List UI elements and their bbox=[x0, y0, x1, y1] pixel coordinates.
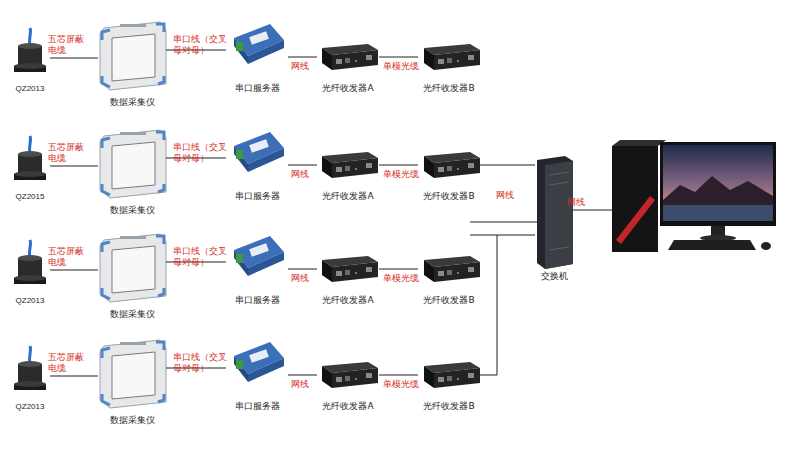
fiber-transceiver: 光纤收发器A bbox=[317, 360, 379, 412]
cable-connector bbox=[379, 57, 418, 58]
cable-label: 网线 bbox=[291, 379, 317, 390]
data-logger: 数据采集仪 bbox=[98, 128, 166, 216]
cable-label: 五芯屏蔽电缆 bbox=[48, 246, 88, 268]
device-label: 串口服务器 bbox=[214, 295, 300, 306]
cable-label: 五芯屏蔽电缆 bbox=[48, 142, 88, 164]
cable-label: 单模光缆 bbox=[383, 273, 423, 284]
fiber-transceiver: 光纤收发器B bbox=[418, 42, 480, 94]
sensor: QZ2013 bbox=[10, 26, 50, 94]
wire bbox=[470, 235, 497, 236]
wire bbox=[470, 222, 537, 223]
cable-connector bbox=[50, 166, 98, 167]
data-logger: 数据采集仪 bbox=[98, 232, 166, 320]
sensor: QZ2013 bbox=[10, 238, 50, 306]
fiber-transceiver: 光纤收发器B bbox=[418, 254, 480, 306]
wire bbox=[573, 210, 612, 211]
device-label: 光纤收发器A bbox=[305, 191, 391, 202]
device-label: 数据采集仪 bbox=[86, 97, 178, 108]
device-label: 光纤收发器A bbox=[305, 401, 391, 412]
cable-label: 网线 bbox=[291, 169, 317, 180]
serial-server: 串口服务器 bbox=[226, 340, 288, 412]
cable-connector bbox=[379, 269, 418, 270]
fiber-transceiver: 光纤收发器B bbox=[418, 150, 480, 202]
device-label: QZ2013 bbox=[0, 83, 62, 94]
cable-label: 串口线（交叉母对母） bbox=[173, 34, 231, 56]
serial-server: 串口服务器 bbox=[226, 234, 288, 306]
device-label: 光纤收发器B bbox=[406, 191, 492, 202]
cable-connector bbox=[480, 165, 535, 166]
cable-label: 单模光缆 bbox=[383, 61, 423, 72]
fiber-transceiver: 光纤收发器A bbox=[317, 42, 379, 94]
device-label: 光纤收发器A bbox=[305, 295, 391, 306]
cable-label: 五芯屏蔽电缆 bbox=[48, 352, 88, 374]
cable-label: 单模光缆 bbox=[383, 379, 423, 390]
cable-label: 网线 bbox=[496, 190, 522, 201]
device-label: QZ2013 bbox=[0, 295, 62, 306]
device-label: 数据采集仪 bbox=[86, 309, 178, 320]
cable-label: 串口线（交叉母对母） bbox=[173, 142, 231, 164]
cable-label: 串口线（交叉母对母） bbox=[173, 246, 231, 268]
cable-connector bbox=[379, 165, 418, 166]
cable-connector bbox=[50, 376, 98, 377]
data-logger: 数据采集仪 bbox=[98, 338, 166, 426]
cable-connector bbox=[288, 165, 317, 166]
device-row bbox=[14, 22, 480, 90]
cable-label: 五芯屏蔽电缆 bbox=[48, 34, 88, 56]
cable-connector bbox=[288, 269, 317, 270]
data-logger: 数据采集仪 bbox=[98, 20, 166, 108]
computer-illustration bbox=[612, 140, 776, 252]
device-label: 串口服务器 bbox=[214, 83, 300, 94]
sensor: QZ2015 bbox=[10, 134, 50, 202]
switch-illustration bbox=[537, 156, 573, 269]
cable-label: 网线 bbox=[567, 197, 593, 208]
device-label: QZ2013 bbox=[0, 401, 62, 412]
device-label: 光纤收发器B bbox=[406, 295, 492, 306]
device-label: 光纤收发器A bbox=[305, 83, 391, 94]
cable-label: 单模光缆 bbox=[383, 169, 423, 180]
device-row bbox=[14, 340, 480, 408]
device-row bbox=[14, 130, 480, 198]
device-label: 串口服务器 bbox=[214, 191, 300, 202]
fiber-transceiver: 光纤收发器B bbox=[418, 360, 480, 412]
device-label: QZ2015 bbox=[0, 191, 62, 202]
device-row bbox=[14, 234, 480, 302]
cable-connector bbox=[288, 57, 317, 58]
cable-connector bbox=[50, 58, 98, 59]
device-label: 数据采集仪 bbox=[86, 205, 178, 216]
device-label: 数据采集仪 bbox=[86, 415, 178, 426]
cable-connector bbox=[288, 375, 317, 376]
serial-server: 串口服务器 bbox=[226, 130, 288, 202]
fiber-transceiver: 光纤收发器A bbox=[317, 150, 379, 202]
cable-connector bbox=[50, 270, 98, 271]
device-label: 串口服务器 bbox=[214, 401, 300, 412]
cable-label: 网线 bbox=[291, 61, 317, 72]
cable-label: 串口线（交叉母对母） bbox=[173, 352, 231, 374]
cable-connector bbox=[480, 235, 535, 375]
cable-connector bbox=[379, 375, 418, 376]
serial-server: 串口服务器 bbox=[226, 22, 288, 94]
device-label: 光纤收发器B bbox=[406, 83, 492, 94]
device-label: 交换机 bbox=[523, 271, 585, 282]
sensor: QZ2013 bbox=[10, 344, 50, 412]
network-switch: 交换机 bbox=[535, 156, 573, 282]
fiber-transceiver: 光纤收发器A bbox=[317, 254, 379, 306]
device-label: 光纤收发器B bbox=[406, 401, 492, 412]
cable-label: 网线 bbox=[291, 273, 317, 284]
